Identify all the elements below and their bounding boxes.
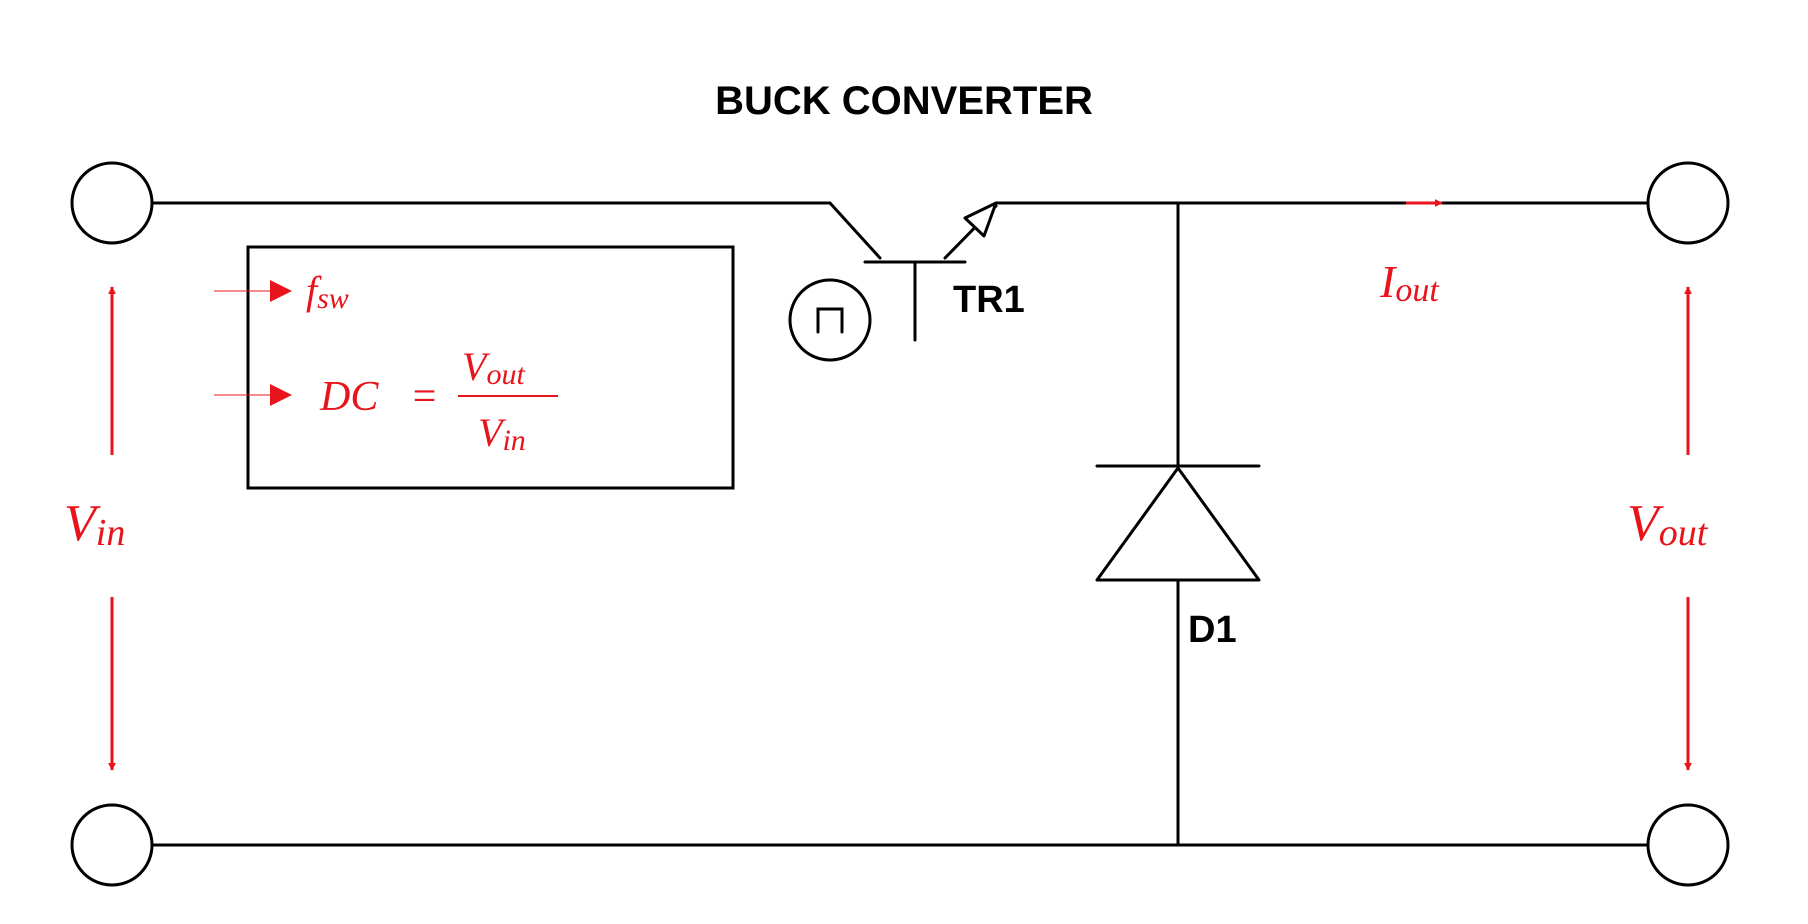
- terminal-vin-negative: [70, 803, 154, 887]
- diode-label: D1: [1188, 609, 1237, 651]
- dc-denominator: Vin: [478, 410, 526, 457]
- vin-label: Vin: [64, 495, 125, 554]
- vout-label: Vout: [1627, 495, 1709, 554]
- iout-label: Iout: [1379, 256, 1440, 309]
- dc-equals: =: [410, 374, 438, 420]
- transistor-label: TR1: [953, 279, 1025, 321]
- control-signal-box: [246, 245, 735, 490]
- terminal-vout-negative: [1646, 803, 1730, 887]
- wire-input-to-collector: [150, 201, 882, 260]
- dc-arrowhead: [270, 384, 292, 406]
- dc-numerator: Vout: [462, 344, 525, 391]
- fsw-arrowhead: [270, 280, 292, 302]
- gate-drive-pulse-icon: [788, 278, 872, 362]
- diagram-title: BUCK CONVERTER: [715, 79, 1093, 123]
- terminal-vin-positive: [70, 161, 154, 245]
- dc-lhs: DC: [319, 374, 379, 420]
- diode-d1: [1095, 201, 1261, 847]
- terminal-vout-positive: [1646, 161, 1730, 245]
- transistor-tr1: [788, 201, 998, 362]
